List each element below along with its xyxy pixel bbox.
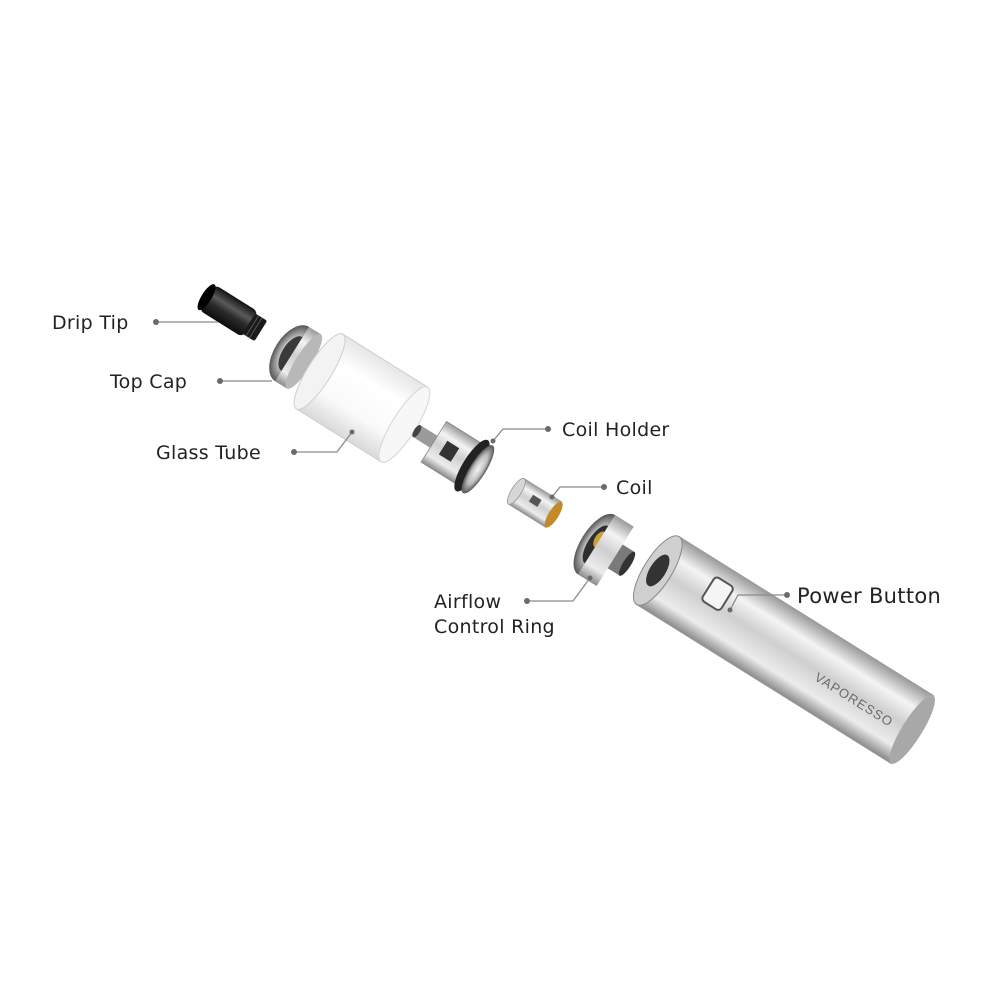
label-airflow-line2: Control Ring [434, 616, 555, 638]
top-cap-part [269, 325, 323, 389]
label-drip-tip: Drip Tip [52, 312, 129, 334]
label-airflow-line1: Airflow [434, 591, 501, 613]
coil-holder-part [412, 420, 495, 494]
label-coil-holder: Coil Holder [562, 419, 670, 441]
glass-tube-part [293, 333, 431, 463]
callouts: Drip Tip Top Cap Glass Tube Coil Holder … [52, 312, 941, 638]
label-coil: Coil [616, 477, 653, 499]
battery-body-part: VAPORESSO [632, 535, 936, 765]
label-power-button: Power Button [797, 584, 941, 608]
power-button[interactable] [701, 576, 734, 611]
drip-tip-part [197, 284, 267, 341]
label-top-cap: Top Cap [109, 371, 187, 393]
label-glass-tube: Glass Tube [156, 442, 261, 464]
airflow-ring-part [573, 513, 636, 587]
coil-part [506, 477, 563, 528]
